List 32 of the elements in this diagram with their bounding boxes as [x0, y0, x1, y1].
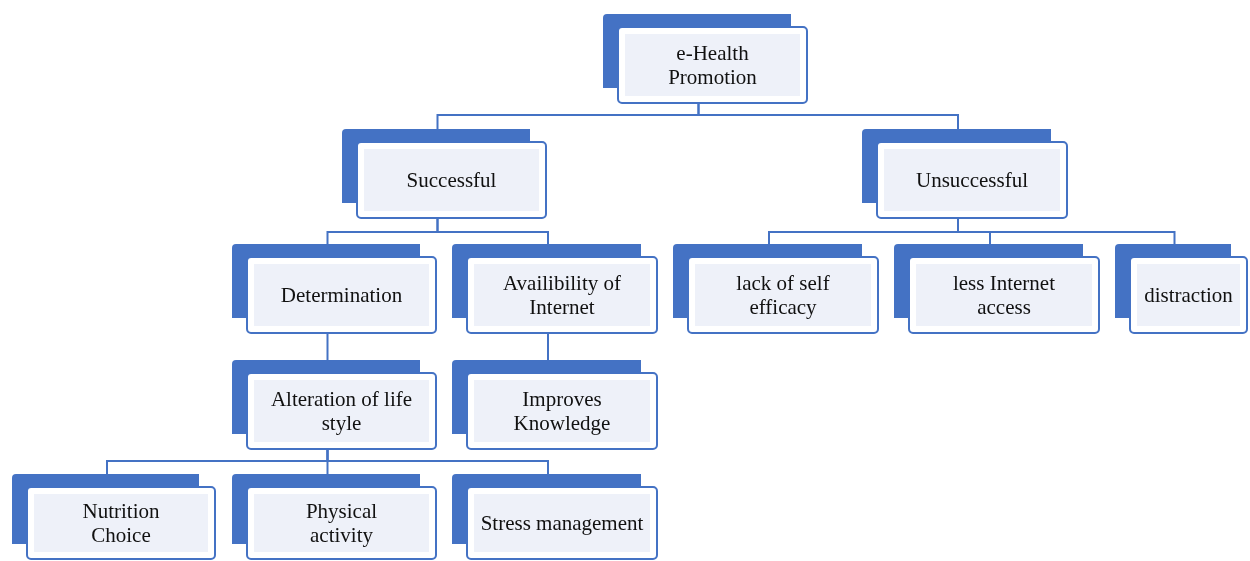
box-label: lack of self efficacy — [735, 270, 831, 320]
box-label: Unsuccessful — [916, 167, 1028, 193]
connector-line — [326, 333, 329, 361]
box-label: Physical activity — [304, 498, 379, 548]
box-label: less Internet access — [951, 270, 1056, 320]
shadowed-box — [232, 244, 437, 334]
shadowed-box — [12, 474, 216, 560]
shadowed-box — [452, 360, 658, 450]
connector-line — [697, 103, 959, 130]
box-label: Nutrition Choice — [81, 498, 161, 548]
shadowed-box — [673, 244, 879, 334]
box-label: e-Health Promotion — [667, 40, 758, 90]
shadowed-box — [342, 129, 547, 219]
shadowed-box — [603, 14, 808, 104]
box-label: distraction — [1144, 282, 1233, 308]
connector-line — [326, 449, 549, 475]
connector-line — [547, 333, 549, 361]
box-label: Improves Knowledge — [512, 386, 612, 436]
shadowed-box — [452, 244, 658, 334]
connector-line — [436, 218, 549, 245]
box-label: Successful — [406, 167, 497, 193]
connector-line — [957, 218, 1176, 245]
box-label: Alteration of life style — [269, 386, 414, 436]
shadowed-box — [232, 360, 437, 450]
box-label: Stress management — [480, 510, 644, 536]
shadowed-box — [862, 129, 1068, 219]
box-label: Availibility of Internet — [502, 270, 622, 320]
shadowed-box — [894, 244, 1100, 334]
shadowed-box — [232, 474, 437, 560]
shadowed-box — [452, 474, 658, 560]
shadowed-box — [1115, 244, 1248, 334]
box-label: Determination — [280, 282, 403, 308]
